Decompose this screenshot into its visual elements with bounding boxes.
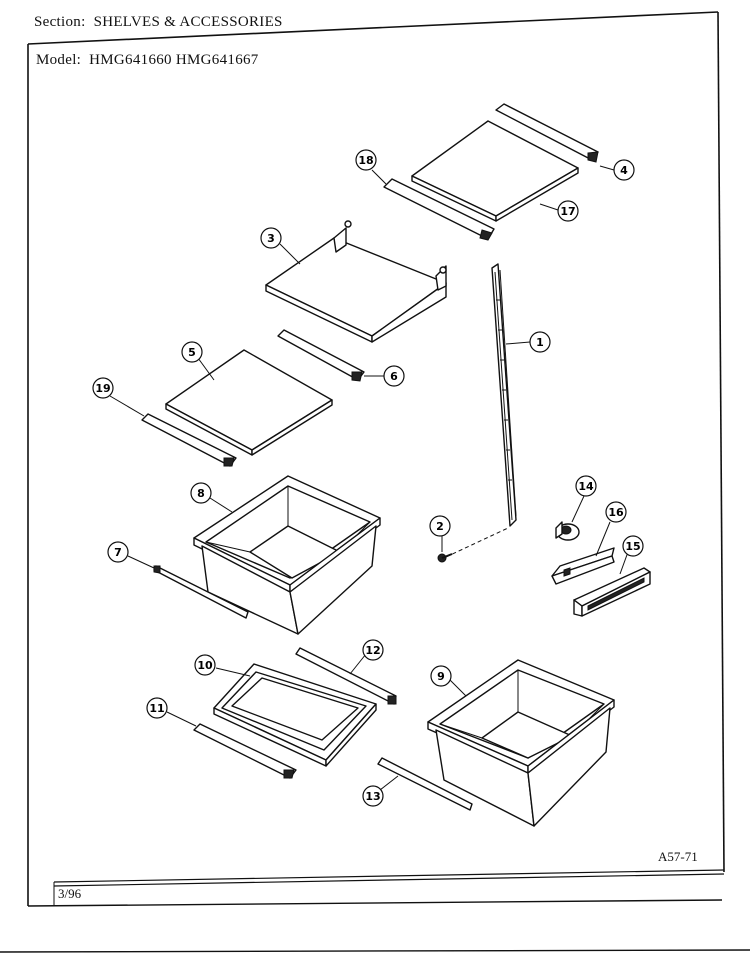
revision-date: 3/96 (58, 886, 82, 901)
part-17-glass-shelf (411, 120, 579, 222)
callout-7: 7 (107, 541, 155, 569)
part-4-rear-trim (495, 103, 599, 163)
callout-14: 14 (571, 475, 597, 523)
callout-number: 13 (365, 790, 380, 803)
part-12-cover-trim (295, 647, 397, 705)
callout-15: 15 (619, 535, 644, 575)
callout-number: 19 (95, 382, 110, 395)
part-2-screw (437, 553, 453, 563)
callout-2: 2 (429, 515, 451, 552)
model-value: HMG641660 HMG641667 (89, 52, 259, 68)
callout-number: 16 (608, 506, 624, 519)
part-8-crisper-drawer (193, 475, 381, 635)
callout-18: 18 (355, 149, 387, 185)
callout-number: 8 (197, 487, 205, 500)
callout-12: 12 (349, 639, 384, 675)
callout-1: 1 (505, 331, 551, 353)
callout-number: 15 (625, 540, 640, 553)
callout-number: 1 (536, 336, 544, 349)
part-9-storage-drawer (427, 659, 615, 827)
callout-number: 17 (560, 205, 575, 218)
part-14-control-knob (555, 521, 580, 541)
page-frame (0, 11, 750, 953)
part-18-front-trim (383, 178, 495, 241)
callout-5: 5 (181, 341, 215, 381)
part-10-drawer-cover (213, 663, 377, 767)
part-19-front-trim (141, 413, 237, 467)
callout-number: 5 (188, 346, 196, 359)
sheet-code: A57-71 (658, 849, 698, 864)
callout-number: 10 (197, 659, 213, 672)
callout-number: 3 (267, 232, 275, 245)
part-1-shelf-ladder (445, 263, 517, 558)
callout-number: 2 (436, 520, 444, 533)
callout-3: 3 (260, 227, 301, 265)
callout-11: 11 (146, 697, 197, 727)
part-6-rear-trim (277, 329, 365, 382)
part-13-drawer-trim (377, 757, 473, 811)
callout-6: 6 (364, 365, 405, 387)
ladder-slots (496, 299, 512, 481)
model-heading: Model: HMG641660 HMG641667 (36, 52, 259, 69)
part-11-cover-front-trim (193, 723, 297, 779)
callout-number: 7 (114, 546, 122, 559)
section-value: SHELVES & ACCESSORIES (93, 14, 283, 30)
callout-number: 9 (437, 670, 445, 683)
section-label: Section: (34, 14, 86, 30)
callout-number: 12 (365, 644, 380, 657)
callout-number: 14 (578, 480, 594, 493)
part-16-control-slide (551, 547, 615, 585)
part-5-glass-shelf (165, 349, 333, 456)
callout-number: 18 (358, 154, 373, 167)
model-label: Model: (36, 52, 82, 68)
callout-10: 10 (194, 654, 251, 677)
part-15-control-bracket (573, 567, 651, 617)
part-7-drawer-trim (153, 565, 249, 619)
callout-9: 9 (430, 665, 467, 697)
callout-number: 4 (620, 164, 628, 177)
callout-number: 11 (149, 702, 164, 715)
callout-19: 19 (92, 377, 145, 417)
callout-17: 17 (539, 200, 579, 222)
callout-4: 4 (599, 159, 635, 181)
callout-13: 13 (362, 775, 399, 807)
section-heading: Section: SHELVES & ACCESSORIES (34, 14, 283, 31)
callout-number: 6 (390, 370, 398, 383)
callout-8: 8 (190, 482, 233, 513)
callout-16: 16 (595, 501, 627, 557)
part-3-cantilever-shelf (265, 220, 447, 343)
